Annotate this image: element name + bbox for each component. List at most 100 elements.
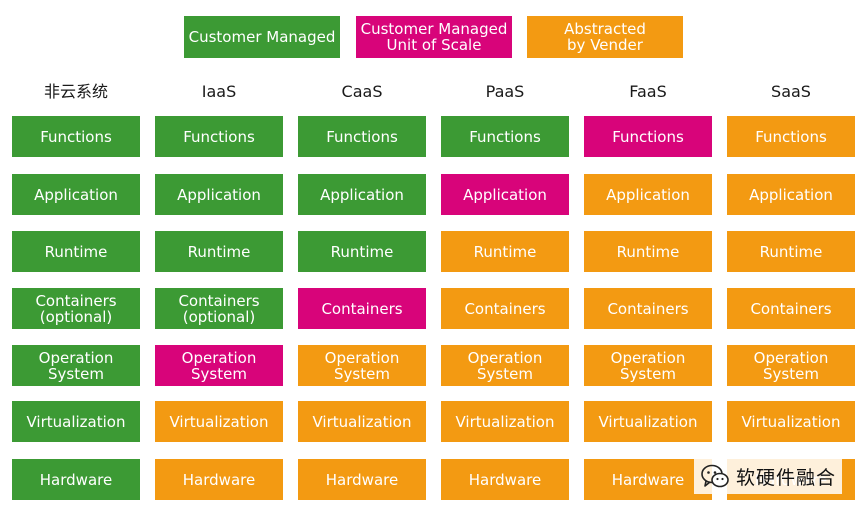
layer-cell: Functions xyxy=(584,116,712,157)
layer-label: Runtime xyxy=(187,242,251,261)
layer-cell: Containers(optional) xyxy=(155,288,283,329)
layer-label: Functions xyxy=(612,127,684,146)
layer-cell: Hardware xyxy=(155,459,283,500)
layer-cell: Containers xyxy=(727,288,855,329)
layer-label: Containers xyxy=(607,299,689,318)
layer-cell: Application xyxy=(441,174,569,215)
layer-label: Functions xyxy=(326,127,398,146)
layer-cell: Virtualization xyxy=(727,401,855,442)
layer-label: Application xyxy=(463,185,547,204)
layer-cell: Virtualization xyxy=(584,401,712,442)
column-header-非云系统: 非云系统 xyxy=(43,82,108,101)
layer-cell: Containers xyxy=(584,288,712,329)
layer-label: Operation xyxy=(324,348,400,367)
layer-label: Application xyxy=(34,185,118,204)
layer-label: Containers xyxy=(464,299,546,318)
layer-label: Containers xyxy=(321,299,403,318)
layer-label: Containers xyxy=(178,291,260,310)
layer-label: (optional) xyxy=(182,307,256,326)
layer-cell: Virtualization xyxy=(298,401,426,442)
layer-cell: Virtualization xyxy=(441,401,569,442)
layer-label: System xyxy=(620,364,676,383)
layer-label: Runtime xyxy=(616,242,680,261)
layer-label: Operation xyxy=(753,348,829,367)
column-header-caas: CaaS xyxy=(341,82,383,101)
layer-label: Functions xyxy=(469,127,541,146)
layer-cell: Functions xyxy=(298,116,426,157)
legend-label: Customer Managed xyxy=(188,28,336,46)
layer-label: System xyxy=(48,364,104,383)
watermark-text: 软硬件融合 xyxy=(736,466,837,489)
layer-cell: Hardware xyxy=(298,459,426,500)
legend-abstracted-by-vender: Abstracted by Vender xyxy=(527,16,683,58)
layer-label: Runtime xyxy=(759,242,823,261)
layer-label: Application xyxy=(320,185,404,204)
layer-cell: Application xyxy=(155,174,283,215)
column-header-paas: PaaS xyxy=(485,82,525,101)
layer-cell: Application xyxy=(298,174,426,215)
layer-label: Virtualization xyxy=(741,412,841,431)
layer-cell: Runtime xyxy=(298,231,426,272)
layer-label: Runtime xyxy=(473,242,537,261)
layer-label: System xyxy=(334,364,390,383)
layer-label: Operation xyxy=(38,348,114,367)
layer-label: Containers xyxy=(750,299,832,318)
layer-label: Runtime xyxy=(330,242,394,261)
layer-cell: Runtime xyxy=(155,231,283,272)
layer-label: Application xyxy=(749,185,833,204)
layer-label: Containers xyxy=(35,291,117,310)
layer-label: Hardware xyxy=(468,470,542,489)
layer-cell: Containers xyxy=(298,288,426,329)
layer-label: Application xyxy=(606,185,690,204)
layer-label: Virtualization xyxy=(598,412,698,431)
column-header-saas: SaaS xyxy=(771,82,811,101)
layer-cell: Runtime xyxy=(12,231,140,272)
wechat-icon xyxy=(701,464,729,488)
layer-label: System xyxy=(763,364,819,383)
layer-label: Functions xyxy=(40,127,112,146)
legend-unit-of-scale: Customer Managed Unit of Scale xyxy=(356,16,512,58)
layer-label: System xyxy=(477,364,533,383)
layer-cell: Functions xyxy=(441,116,569,157)
layer-label: Operation xyxy=(467,348,543,367)
layer-label: Operation xyxy=(181,348,257,367)
layer-label: Hardware xyxy=(611,470,685,489)
layer-cell: Containers xyxy=(441,288,569,329)
layer-cell: Virtualization xyxy=(155,401,283,442)
layer-label: Virtualization xyxy=(455,412,555,431)
layer-cell: Functions xyxy=(727,116,855,157)
legend-label: Customer Managed xyxy=(360,20,508,38)
column-header-faas: FaaS xyxy=(629,82,667,101)
layer-label: Runtime xyxy=(44,242,108,261)
layer-label: Application xyxy=(177,185,261,204)
layer-cell: Application xyxy=(584,174,712,215)
layer-label: Functions xyxy=(183,127,255,146)
layer-label: Virtualization xyxy=(26,412,126,431)
layer-label: System xyxy=(191,364,247,383)
layer-cell: Runtime xyxy=(584,231,712,272)
layer-cell: Functions xyxy=(155,116,283,157)
layer-label: Functions xyxy=(755,127,827,146)
layer-label: (optional) xyxy=(39,307,113,326)
layer-cell: Hardware xyxy=(584,459,712,500)
layer-cell: Containers(optional) xyxy=(12,288,140,329)
legend-label: by Vender xyxy=(567,36,643,54)
layer-cell: Hardware xyxy=(12,459,140,500)
layer-cell: Runtime xyxy=(441,231,569,272)
legend-customer-managed: Customer Managed xyxy=(184,16,340,58)
layer-cell: Runtime xyxy=(727,231,855,272)
layer-label: Hardware xyxy=(39,470,113,489)
column-header-iaas: IaaS xyxy=(201,82,237,101)
layer-cell: Application xyxy=(727,174,855,215)
layer-label: Hardware xyxy=(182,470,256,489)
layer-label: Virtualization xyxy=(312,412,412,431)
watermark: 软硬件融合 xyxy=(694,458,843,494)
layer-label: Hardware xyxy=(325,470,399,489)
layer-cell: Hardware xyxy=(441,459,569,500)
